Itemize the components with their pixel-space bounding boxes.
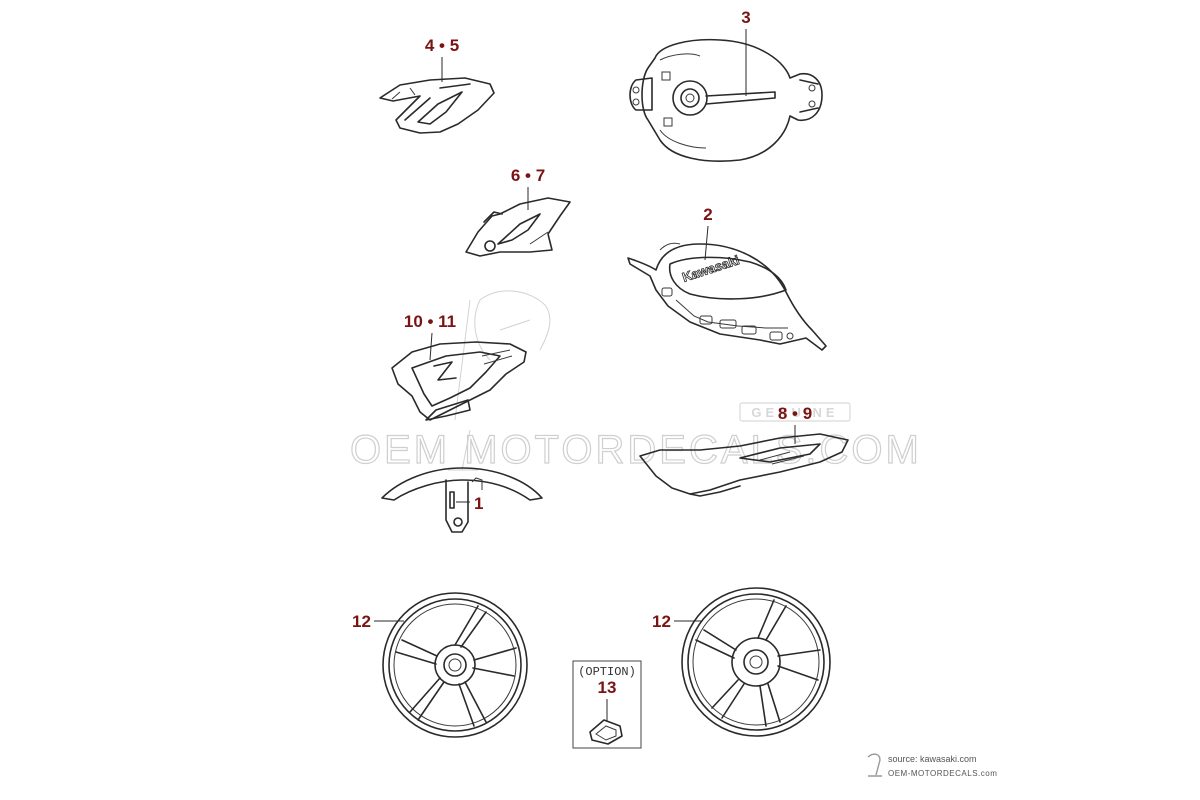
- callout-4-5-label: 4 • 5: [425, 36, 459, 55]
- callout-4-5: 4 • 5: [425, 36, 459, 82]
- part-front-wheel-stripe[interactable]: [382, 592, 528, 738]
- footer-logo-icon: [867, 753, 882, 777]
- footer-site: OEM-MOTORDECALS.com: [888, 769, 997, 778]
- part-cowl-side-decal[interactable]: [379, 77, 495, 134]
- part-tank-top-decal[interactable]: [629, 38, 823, 162]
- callout-2: 2: [703, 205, 713, 261]
- part-tail-cowl-decal[interactable]: [639, 433, 849, 497]
- watermark-text: OEM MOTORDECALS.COM: [350, 428, 922, 472]
- part-shroud-decal[interactable]: [391, 341, 527, 421]
- callout-8-9-label: 8 • 9: [778, 404, 812, 423]
- callout-3: 3: [741, 8, 751, 96]
- callout-12-rear: 12: [652, 612, 702, 631]
- callout-12-rear-label: 12: [652, 612, 671, 631]
- callout-8-9: 8 • 9: [778, 404, 812, 444]
- footer-source: source: kawasaki.com: [888, 754, 977, 764]
- part-front-fender-decal[interactable]: [381, 467, 543, 533]
- option-box: (OPTION) 13: [572, 660, 642, 749]
- callout-6-7: 6 • 7: [511, 166, 545, 210]
- option-label: (OPTION): [578, 665, 636, 679]
- part-side-cover-decal[interactable]: [465, 197, 571, 257]
- callout-3-label: 3: [741, 8, 750, 27]
- callout-2-label: 2: [703, 205, 712, 224]
- watermark-stamp: GENUINE: [751, 405, 838, 420]
- callout-12-front: 12: [352, 612, 404, 631]
- part-fuel-tank-decal[interactable]: Kawasaki: [627, 242, 827, 351]
- callout-1-label: 1: [474, 494, 483, 513]
- callout-6-7-label: 6 • 7: [511, 166, 545, 185]
- callout-10-11: 10 • 11: [404, 312, 456, 361]
- callout-12-front-label: 12: [352, 612, 371, 631]
- callout-13-label: 13: [598, 678, 617, 697]
- part-option-emblem[interactable]: [589, 719, 623, 745]
- callout-1: 1: [456, 494, 483, 513]
- callout-10-11-label: 10 • 11: [404, 312, 456, 331]
- part-rear-wheel-stripe[interactable]: [681, 587, 831, 737]
- footer: source: kawasaki.com OEM-MOTORDECALS.com: [867, 753, 997, 778]
